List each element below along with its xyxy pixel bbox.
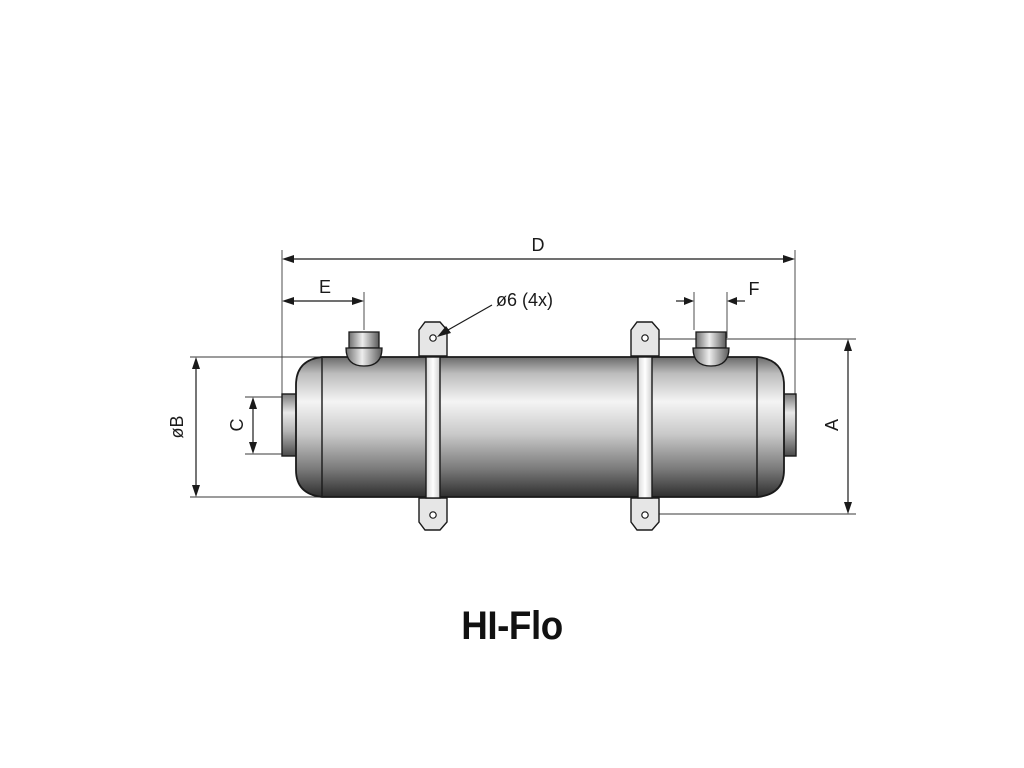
- right-mounting-bracket: [630, 321, 660, 531]
- dimension-e: E: [282, 277, 364, 305]
- outlet-nozzle: [692, 331, 730, 367]
- dimension-label-f: F: [749, 279, 760, 299]
- inlet-nozzle: [345, 331, 383, 367]
- dimension-label-b: øB: [167, 415, 187, 438]
- dimension-label-d: D: [532, 235, 545, 255]
- dimension-b: øB: [167, 357, 200, 497]
- bracket-hole-label: ø6 (4x): [496, 290, 553, 310]
- dimension-label-a: A: [822, 419, 842, 431]
- bracket-hole-callout: ø6 (4x): [437, 290, 553, 337]
- left-mounting-bracket: [418, 321, 448, 531]
- bracket-hole: [641, 334, 649, 342]
- dimension-label-c: C: [227, 419, 247, 432]
- dimension-d: D: [282, 235, 795, 263]
- dimension-a: A: [822, 339, 852, 514]
- product-title: HI-Flo: [461, 604, 563, 648]
- bracket-hole: [641, 511, 649, 519]
- dimension-f: F: [676, 279, 760, 305]
- bracket-hole: [429, 511, 437, 519]
- dimension-label-e: E: [319, 277, 331, 297]
- dimension-c: C: [227, 397, 257, 454]
- heat-exchanger-shell: [295, 356, 785, 498]
- extension-lines: [190, 250, 856, 515]
- bracket-hole: [429, 334, 437, 342]
